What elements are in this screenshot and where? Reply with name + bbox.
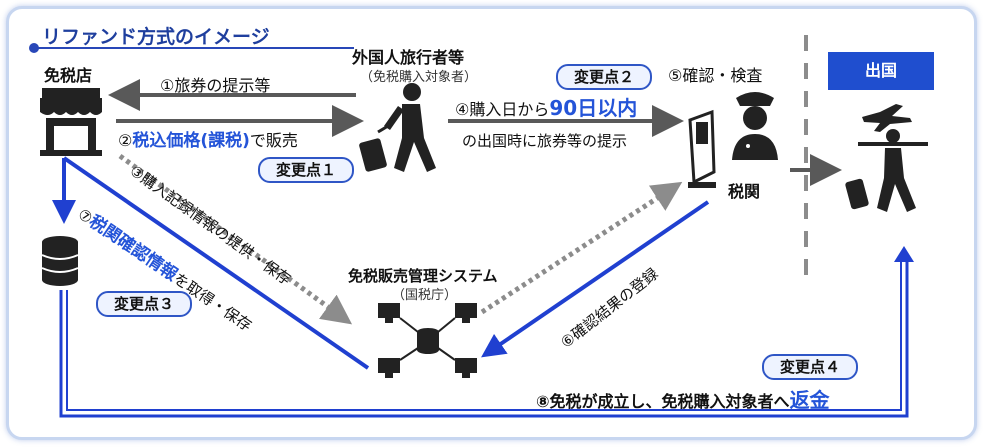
arrow-3 xyxy=(118,153,353,325)
network-system-icon xyxy=(378,303,477,378)
shop-label: 免税店 xyxy=(44,66,93,85)
diagram-title: リファンド方式のイメージ xyxy=(42,26,270,48)
step-4-line2: の出国時に旅券等の提示 xyxy=(462,132,628,150)
database-icon xyxy=(41,236,79,286)
arrow-7-line xyxy=(62,156,370,370)
traveler-icon xyxy=(359,83,436,172)
step-4-label: ④購入日から90日以内 xyxy=(455,96,638,120)
change-badge-2: 変更点２ xyxy=(556,64,652,90)
change-badge-3: 変更点３ xyxy=(96,291,192,317)
step-8-label: ⑧免税が成立し、免税購入対象者へ返金 xyxy=(536,388,830,412)
arrow-6 xyxy=(481,200,710,358)
arrow-8-head xyxy=(894,246,914,262)
customs-label: 税関 xyxy=(728,182,761,201)
kiosk-icon xyxy=(688,109,716,188)
step-5-label: ⑤確認・検査 xyxy=(668,66,763,85)
change-badge-1: 変更点１ xyxy=(258,157,354,183)
step-1-label: ①旅券の提示等 xyxy=(160,76,271,95)
system-label: 免税販売管理システム xyxy=(348,267,498,285)
arrow-8-outer xyxy=(59,262,909,418)
step-2-label: ②税込価格(課税)で販売 xyxy=(118,131,298,151)
arrow-8-inner xyxy=(66,262,902,411)
change-badge-4: 変更点４ xyxy=(762,354,858,380)
title-underline xyxy=(34,47,354,49)
departure-box: 出国 xyxy=(828,52,934,90)
departure-icon xyxy=(845,104,928,212)
traveler-sublabel: （免税購入対象者） xyxy=(360,70,478,85)
shop-icon xyxy=(40,88,102,156)
traveler-label: 外国人旅行者等 xyxy=(352,48,465,67)
arrow-system-to-customs xyxy=(480,181,683,315)
customs-officer-icon xyxy=(732,92,778,160)
system-sublabel: （国税庁） xyxy=(392,288,458,303)
